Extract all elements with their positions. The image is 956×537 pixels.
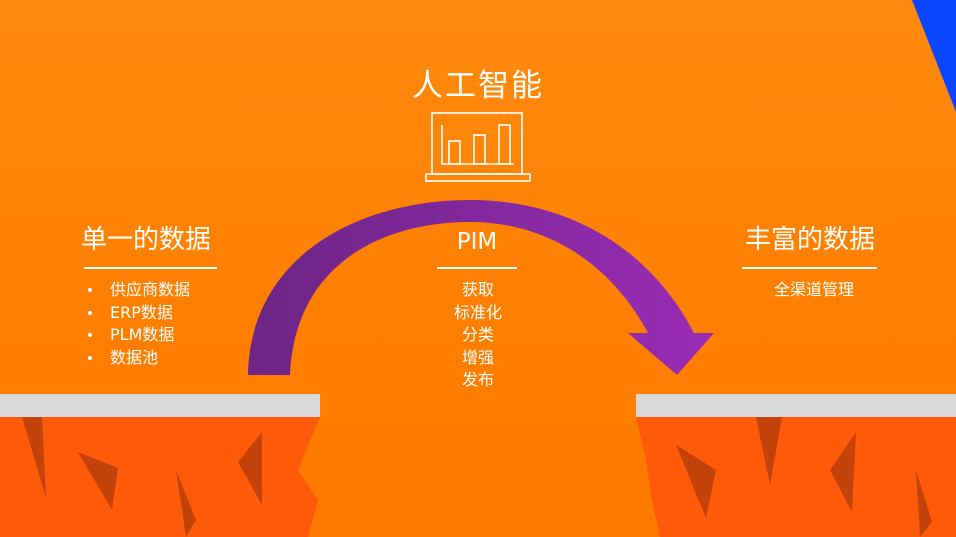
rich-data-underline — [742, 267, 877, 269]
list-item: 数据池 — [85, 347, 190, 370]
list-item: 供应商数据 — [85, 279, 190, 302]
left-cliff — [0, 394, 320, 537]
rich-data-list: 全渠道管理 — [724, 279, 904, 302]
pim-underline — [437, 267, 517, 269]
single-data-underline — [84, 267, 217, 269]
list-item: PLM数据 — [85, 324, 190, 347]
list-item: ERP数据 — [85, 302, 190, 325]
list-item: 分类 — [461, 325, 494, 344]
curved-arrow — [248, 200, 714, 375]
pim-steps-list: 获取 标准化 分类 增强 发布 — [420, 279, 536, 392]
bar-chart-laptop-icon — [425, 112, 531, 182]
rich-data-title: 丰富的数据 — [744, 225, 875, 255]
single-data-list: 供应商数据 ERP数据 PLM数据 数据池 — [85, 279, 190, 369]
list-item: 标准化 — [453, 302, 502, 322]
right-cliff — [636, 394, 956, 537]
list-item: 增强 — [461, 347, 494, 367]
single-data-title: 单一的数据 — [80, 225, 211, 255]
list-item: 发布 — [461, 370, 494, 389]
list-item: 全渠道管理 — [773, 280, 854, 299]
list-item: 获取 — [461, 280, 494, 299]
ai-title: 人工智能 — [412, 68, 544, 104]
corner-accent — [912, 0, 956, 112]
pim-title: PIM — [456, 229, 498, 255]
